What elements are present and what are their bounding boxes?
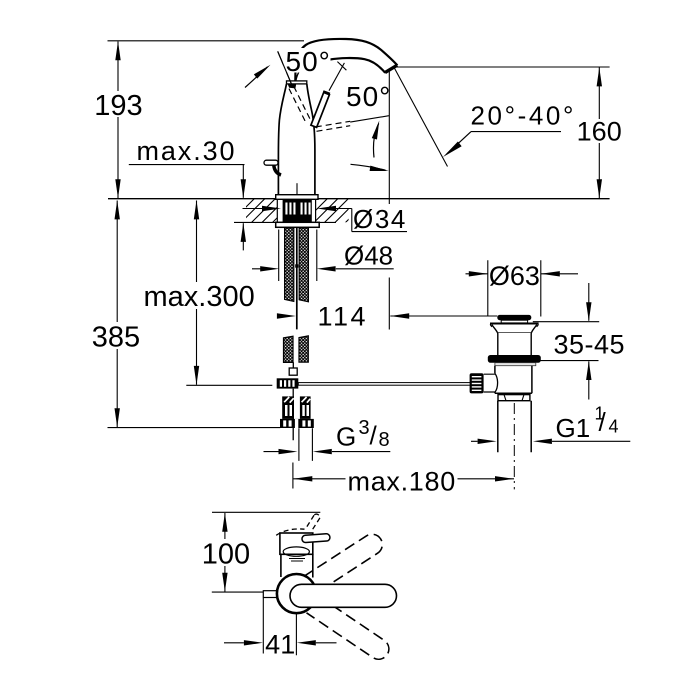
svg-text:4: 4 xyxy=(609,417,619,437)
svg-text:Ø48: Ø48 xyxy=(344,240,393,270)
svg-text:max.30: max.30 xyxy=(137,136,237,166)
svg-text:1: 1 xyxy=(595,404,605,424)
svg-text:G1: G1 xyxy=(556,413,591,443)
svg-text:Ø63: Ø63 xyxy=(489,261,540,291)
svg-text:G: G xyxy=(336,422,356,452)
svg-text:193: 193 xyxy=(94,90,142,122)
svg-text:41: 41 xyxy=(265,630,295,660)
svg-text:Ø34: Ø34 xyxy=(353,204,407,234)
svg-text:8: 8 xyxy=(379,429,390,451)
svg-text:160: 160 xyxy=(577,117,622,147)
svg-text:20°-40°: 20°-40° xyxy=(471,101,577,131)
svg-text:max.300: max.300 xyxy=(144,281,255,313)
svg-text:50°: 50° xyxy=(346,81,391,112)
svg-text:/: / xyxy=(370,421,378,451)
svg-text:35-45: 35-45 xyxy=(554,330,626,360)
svg-text:100: 100 xyxy=(202,539,250,571)
svg-text:max.180: max.180 xyxy=(348,467,456,497)
svg-text:50°: 50° xyxy=(286,46,331,77)
svg-text:114: 114 xyxy=(318,302,369,332)
svg-text:3: 3 xyxy=(359,417,370,439)
svg-text:385: 385 xyxy=(92,321,140,353)
svg-text:/: / xyxy=(599,407,607,437)
